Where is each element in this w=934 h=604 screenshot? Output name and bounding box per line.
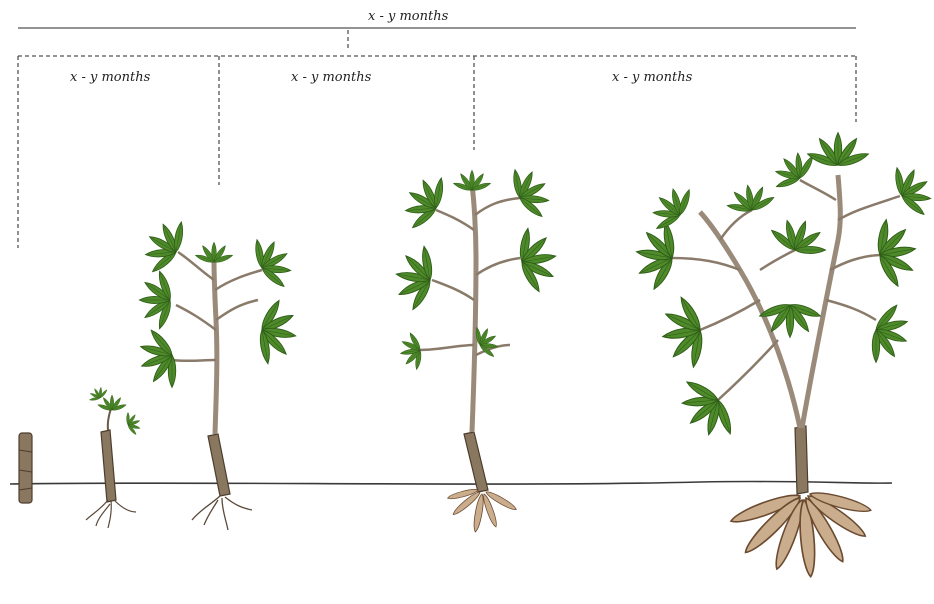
stage-1-duration-label: x - y months [70,70,150,85]
ground-line [10,481,892,484]
cassava-sprout-icon [85,383,144,528]
cassava-plant-small-roots-icon [391,159,562,532]
cassava-cutting-icon [19,433,32,503]
cassava-young-plant-icon [131,211,302,530]
timeline-brackets [18,28,856,248]
stage-2-duration-label: x - y months [291,70,371,85]
cassava-mature-plant-tubers-icon [630,133,934,578]
stage-3-duration-label: x - y months [612,70,692,85]
total-duration-label: x - y months [368,9,448,24]
